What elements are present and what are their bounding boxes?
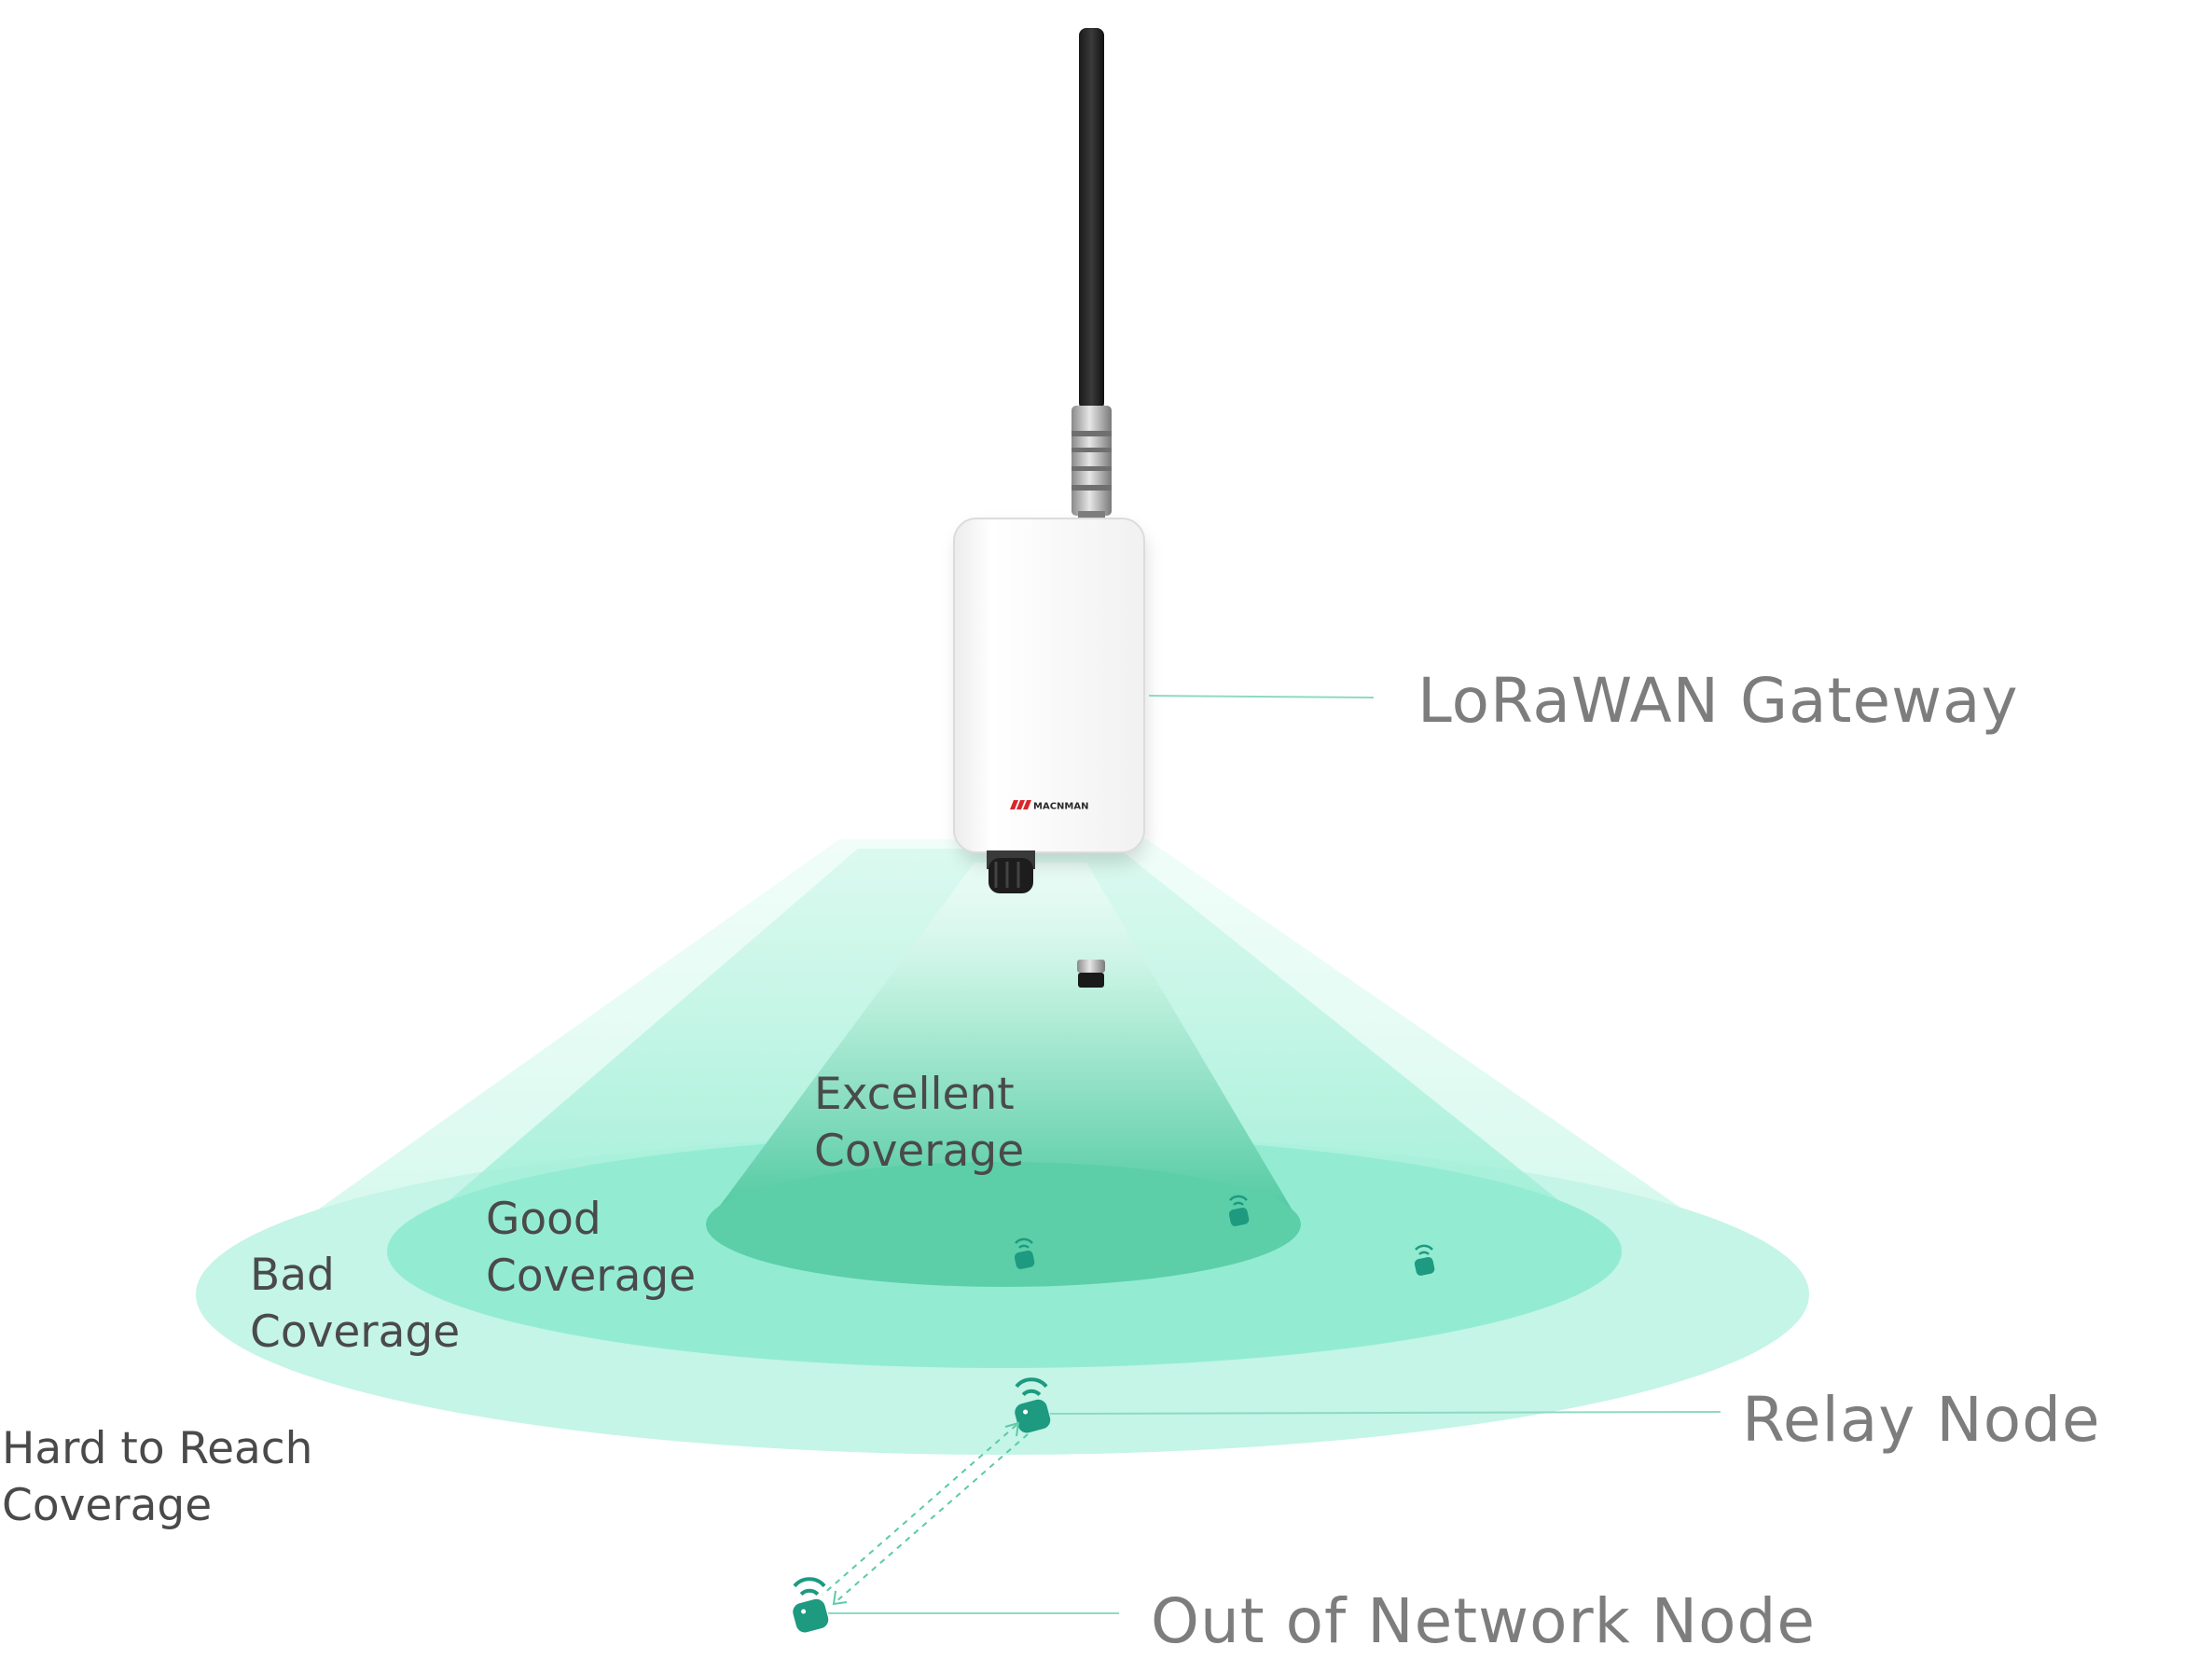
- bad-coverage-label-line1: Bad: [250, 1250, 335, 1301]
- excellent-coverage-zone: [706, 863, 1301, 1287]
- gateway-brand-logo: MACNMAN: [1010, 800, 1088, 812]
- bad-coverage-label-line2: Coverage: [250, 1306, 461, 1358]
- cable-gland-part: [1077, 960, 1105, 988]
- relay-node-callout-label: Relay Node: [1742, 1384, 2101, 1456]
- out-of-network-node-icon: [793, 1577, 829, 1633]
- good-coverage-label-line1: Good: [486, 1194, 601, 1245]
- gateway-antenna: [1071, 28, 1112, 522]
- excellent-coverage-label: Excellent Coverage: [814, 1066, 1024, 1180]
- gateway-leader-line: [1148, 695, 1375, 698]
- gateway-callout-label: LoRaWAN Gateway: [1417, 665, 2019, 737]
- good-coverage-label-line2: Coverage: [486, 1251, 697, 1302]
- relay-node-icon: [1015, 1377, 1051, 1433]
- relay-link-arrows: [822, 1421, 1029, 1606]
- gateway-brand-text: MACNMAN: [1033, 802, 1088, 812]
- bad-coverage-label: Bad Coverage: [250, 1247, 460, 1361]
- node-excellent-2-icon: [1228, 1195, 1250, 1226]
- hard-to-reach-coverage-label: Hard to Reach Coverage: [2, 1420, 312, 1534]
- node-excellent-icon: [1014, 1237, 1035, 1269]
- hard-to-reach-label-line2: Coverage: [2, 1480, 213, 1531]
- node-good-icon: [1414, 1244, 1435, 1276]
- excellent-coverage-label-line1: Excellent: [814, 1069, 1015, 1120]
- good-coverage-label: Good Coverage: [486, 1191, 696, 1305]
- relay-leader-line: [1049, 1411, 1721, 1415]
- excellent-coverage-label-line2: Coverage: [814, 1126, 1025, 1177]
- out-of-network-callout-label: Out of Network Node: [1151, 1585, 1817, 1657]
- gateway-device: [953, 518, 1145, 893]
- hard-to-reach-label-line1: Hard to Reach: [2, 1423, 313, 1474]
